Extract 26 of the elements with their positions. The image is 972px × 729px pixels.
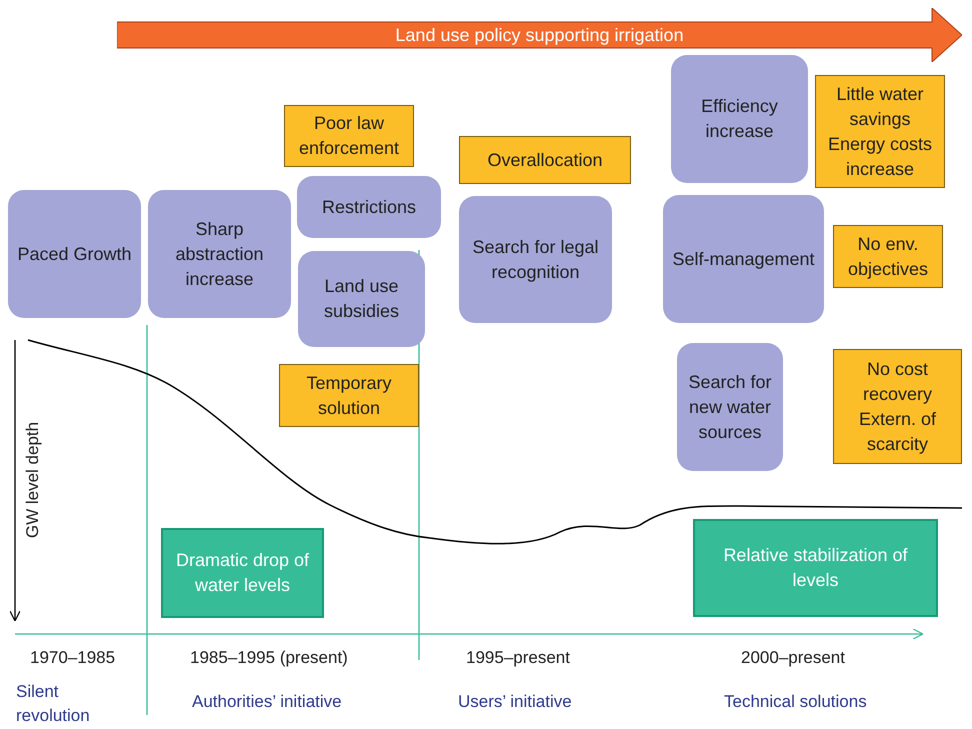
issue-box: Overallocation [459,136,631,184]
period-label: 1995–present [466,648,570,668]
process-box: Land use subsidies [298,251,425,347]
phase-label: Users’ initiative [458,692,572,712]
issue-box: No env. objectives [833,225,943,288]
period-label: 1970–1985 [30,648,116,668]
policy-arrow: Land use policy supporting irrigation [117,8,962,62]
process-box: Search for legal recognition [459,196,612,323]
phase-label: Technical solutions [724,692,867,712]
period-label: 1985–1995 (present) [190,648,348,668]
axis-title: GW level depth [23,422,43,538]
process-box: Paced Growth [8,190,141,318]
phase-label: Authorities’ initiative [192,692,342,712]
phase-label: Silent revolution [16,681,91,727]
period-label: 2000–present [741,648,845,668]
issue-box: No cost recovery Extern. of scarcity [833,349,962,464]
process-box: Efficiency increase [671,55,808,183]
issue-box: Poor law enforcement [284,105,414,167]
issue-box: Little water savings Energy costs increase [815,75,945,188]
process-box: Restrictions [297,176,441,238]
process-box: Search for new water sources [677,343,783,471]
process-box: Self-management [663,195,824,323]
issue-box: Temporary solution [279,364,419,427]
outcome-box: Dramatic drop of water levels [161,528,324,618]
process-box: Sharp abstraction increase [148,190,291,318]
outcome-box: Relative stabilization of levels [693,519,938,617]
